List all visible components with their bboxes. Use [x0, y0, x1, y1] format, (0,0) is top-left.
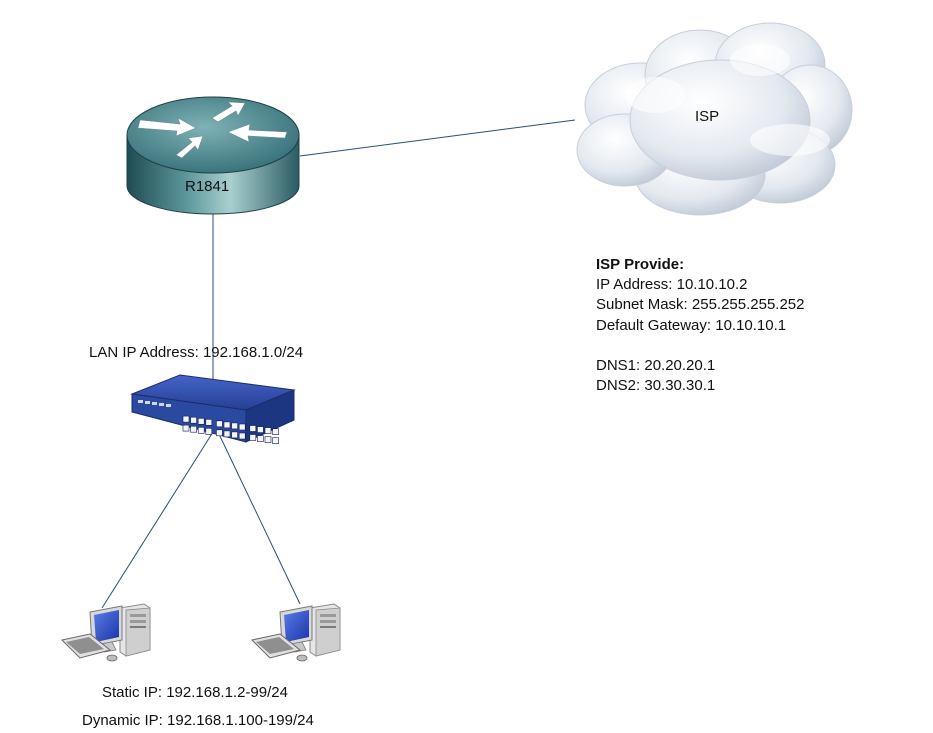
cloud-label: ISP	[695, 108, 719, 125]
switch-port	[205, 418, 213, 426]
switch-ports	[182, 415, 279, 445]
switch-port	[257, 435, 264, 442]
isp-ip-address: IP Address: 10.10.10.2	[596, 276, 748, 293]
switch-port	[231, 431, 238, 439]
switch-port	[238, 432, 246, 440]
switch-port	[190, 416, 197, 424]
switch-port	[205, 427, 213, 435]
switch-port	[197, 426, 205, 434]
switch-port	[216, 429, 223, 437]
switch-port	[272, 428, 279, 436]
switch-port	[223, 430, 231, 438]
isp-default-gateway: Default Gateway: 10.10.10.1	[596, 317, 786, 334]
switch-port	[238, 423, 246, 431]
dynamic-ip-label: Dynamic IP: 192.168.1.100-199/24	[82, 712, 314, 729]
router-label: R1841	[185, 178, 229, 195]
switch-port	[223, 421, 231, 429]
switch-pc1-link	[101, 431, 214, 609]
pc-icon[interactable]	[250, 603, 341, 662]
lan-address-label: LAN IP Address: 192.168.1.0/24	[89, 344, 303, 361]
switch-port	[197, 417, 205, 425]
isp-dns1: DNS1: 20.20.20.1	[596, 357, 715, 374]
isp-info-block: ISP Provide: IP Address: 10.10.10.2 Subn…	[596, 256, 805, 394]
isp-dns2: DNS2: 30.30.30.1	[596, 377, 715, 394]
isp-info-heading: ISP Provide:	[596, 256, 684, 273]
switch-port	[249, 425, 257, 432]
switch-pc2-link	[217, 431, 301, 605]
switch-port	[249, 434, 257, 441]
switch-port	[216, 420, 223, 428]
switch-icon[interactable]	[130, 374, 296, 445]
static-ip-label: Static IP: 192.168.1.2-99/24	[102, 684, 288, 701]
isp-subnet-mask: Subnet Mask: 255.255.255.252	[596, 296, 805, 313]
switch-port	[264, 427, 272, 434]
switch-port	[264, 436, 272, 443]
switch-port	[182, 424, 190, 432]
pc-icon[interactable]	[60, 603, 151, 662]
switch-port	[257, 426, 264, 433]
router-isp-link	[299, 119, 576, 157]
switch-port	[190, 425, 197, 433]
switch-port	[182, 415, 190, 423]
cloud-icon[interactable]: ISP	[576, 22, 853, 216]
switch-port	[272, 437, 279, 445]
switch-port	[231, 422, 238, 430]
links	[101, 119, 576, 609]
router-icon[interactable]: R1841	[126, 96, 300, 215]
